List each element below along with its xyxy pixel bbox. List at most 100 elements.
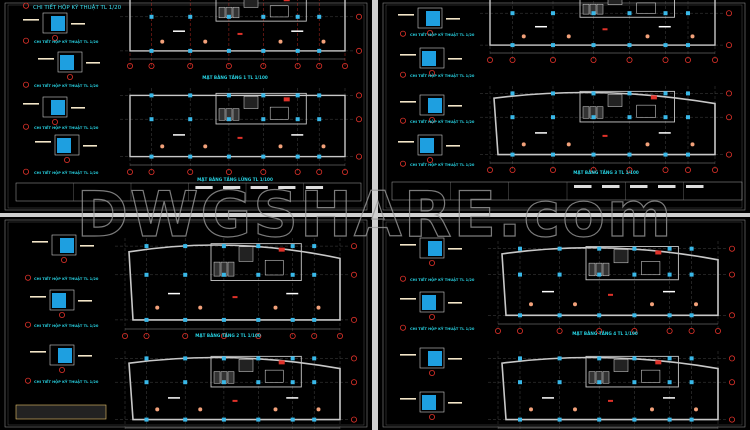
column [144, 317, 149, 322]
note-leader [38, 58, 54, 60]
grid-bubble [22, 123, 29, 130]
room-tag [291, 134, 304, 136]
grid-bubble [509, 57, 516, 64]
column [149, 93, 154, 98]
room-tag [286, 292, 299, 295]
note-leader [448, 358, 462, 360]
column [663, 115, 668, 120]
note-leader [400, 101, 416, 103]
stair [607, 94, 623, 107]
service-core [585, 355, 679, 388]
stair [238, 359, 254, 372]
technical-shaft [422, 51, 436, 66]
grid-bubble [399, 324, 406, 331]
column [149, 117, 154, 122]
column [256, 317, 261, 322]
technical-shaft [58, 348, 72, 363]
column [226, 48, 231, 53]
note-leader [446, 18, 460, 20]
column [317, 14, 322, 19]
grid-bubble [255, 332, 262, 339]
grid-bubble [22, 81, 29, 88]
column [551, 43, 555, 48]
level-marker [645, 142, 650, 147]
level-marker [521, 34, 526, 39]
grid-bubble [52, 35, 59, 42]
toilet-room [636, 2, 656, 14]
elevator [232, 108, 240, 121]
column [557, 246, 562, 251]
grid-bubble [260, 168, 267, 175]
title-block-text [223, 186, 241, 189]
note-leader [448, 105, 462, 107]
note-leader [78, 355, 92, 357]
stair [613, 359, 629, 372]
level-marker [529, 407, 533, 412]
column [188, 154, 193, 159]
level-marker [316, 305, 321, 310]
elevator [602, 262, 610, 277]
note-leader [400, 244, 416, 246]
grid-bubble [355, 13, 362, 20]
column [663, 11, 668, 16]
room-tag [608, 399, 613, 402]
grid-bubble [426, 29, 433, 36]
level-marker [198, 305, 203, 310]
exterior-wall [128, 244, 341, 321]
column [144, 244, 149, 249]
column [312, 356, 317, 361]
column [632, 272, 637, 277]
grid-bubble [399, 275, 406, 282]
column [510, 43, 515, 48]
column [149, 48, 154, 53]
technical-shaft [51, 16, 65, 31]
level-marker [203, 144, 208, 149]
level-marker [521, 142, 526, 147]
grid-bubble [486, 57, 493, 64]
column [591, 115, 596, 120]
level-marker [198, 407, 203, 412]
elevator [232, 6, 240, 19]
service-core [215, 0, 307, 22]
column [317, 117, 322, 122]
column [689, 380, 694, 385]
sheet-border [4, 219, 368, 428]
column [627, 91, 632, 96]
room-tag [658, 25, 671, 28]
grid-bubble [22, 168, 29, 175]
note-leader [400, 54, 416, 56]
note-leader [448, 248, 462, 250]
column [627, 11, 632, 16]
title-block-text [574, 185, 592, 188]
room-tag [663, 290, 675, 293]
column [597, 246, 602, 251]
column [188, 48, 193, 53]
column [295, 93, 300, 98]
grid-bubble [311, 332, 318, 339]
room-tag [168, 292, 180, 295]
level-marker [645, 34, 650, 39]
room-tag [232, 296, 238, 299]
grid-bubble [729, 355, 736, 362]
column [144, 380, 149, 385]
room-tag [663, 397, 675, 399]
floor-plan [480, 86, 725, 170]
grid-bubble [355, 153, 362, 160]
floor-plan [120, 0, 355, 66]
stair [607, 0, 623, 5]
shaft-frame [49, 344, 75, 366]
column [667, 313, 672, 318]
note-leader [83, 145, 97, 147]
column [226, 93, 231, 98]
grid-bubble [666, 327, 673, 334]
column [686, 115, 690, 120]
column [510, 115, 515, 120]
note-leader [398, 14, 414, 16]
column [689, 356, 694, 361]
note-leader [71, 23, 85, 25]
column [261, 93, 266, 98]
grid-bubble [662, 166, 669, 173]
grid-bubble [187, 168, 194, 175]
room-tag [542, 290, 554, 293]
